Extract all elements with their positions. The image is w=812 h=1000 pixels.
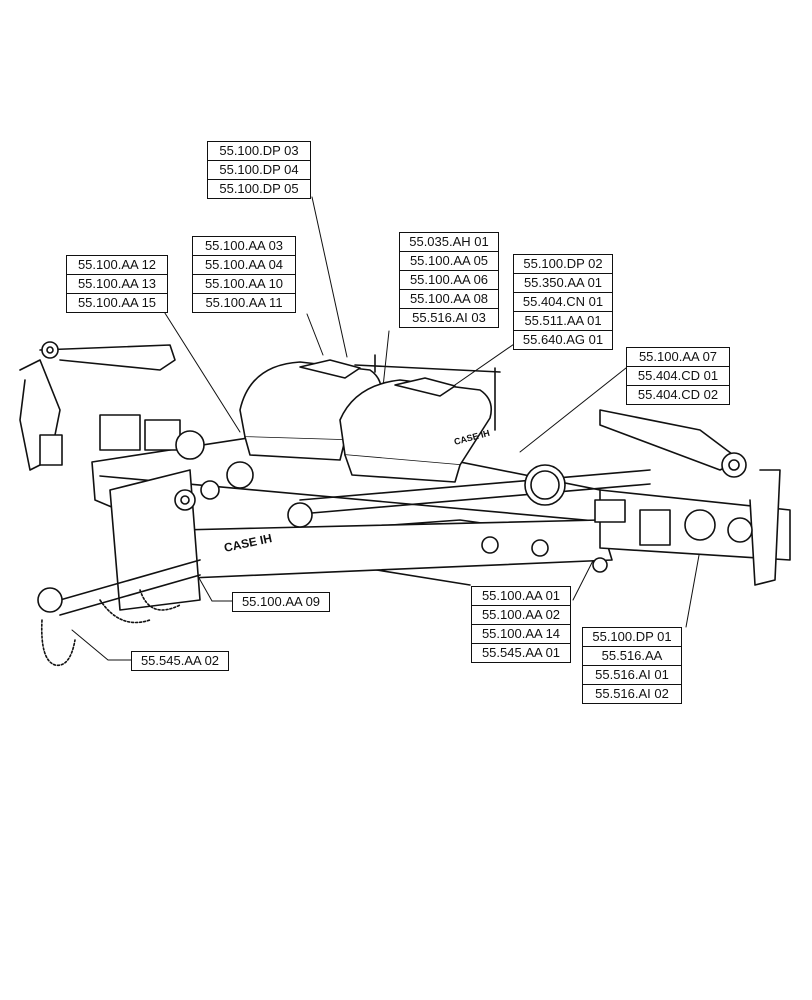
callout-ref[interactable]: 55.100.AA 11 xyxy=(205,295,283,310)
callout-ref[interactable]: 55.100.AA 01 xyxy=(472,587,570,606)
callout-ref[interactable]: 55.035.AH 01 xyxy=(400,233,498,252)
callout-ref[interactable]: 55.100.AA 09 xyxy=(241,594,321,609)
callout-ref[interactable]: 55.100.AA 07 xyxy=(627,348,729,367)
callout-ref[interactable]: 55.100.AA 10 xyxy=(193,275,295,294)
callout-ref[interactable]: 55.100.AA 15 xyxy=(77,295,157,310)
callout-ref[interactable]: 55.100.DP 01 xyxy=(583,628,681,647)
callout-ref[interactable]: 55.100.DP 02 xyxy=(514,255,612,274)
callout-ref[interactable]: 55.100.AA 14 xyxy=(472,625,570,644)
callout-aa-mid: 55.100.AA 03 55.100.AA 04 55.100.AA 10 5… xyxy=(192,236,296,313)
callout-dp02: 55.100.DP 02 55.350.AA 01 55.404.CN 01 5… xyxy=(513,254,613,350)
callout-ref[interactable]: 55.516.AI 02 xyxy=(595,686,669,701)
callout-ah: 55.035.AH 01 55.100.AA 05 55.100.AA 06 5… xyxy=(399,232,499,328)
callout-ref[interactable]: 55.516.AA xyxy=(583,647,681,666)
callout-ref[interactable]: 55.545.AA 01 xyxy=(481,645,561,660)
right-marker-arm xyxy=(599,409,781,586)
callout-ref[interactable]: 55.516.AI 03 xyxy=(412,310,486,325)
callout-ref[interactable]: 55.100.AA 08 xyxy=(400,290,498,309)
callout-aa09: 55.100.AA 09 xyxy=(232,592,330,612)
left-marker-arm xyxy=(19,341,176,471)
callout-aa07: 55.100.AA 07 55.404.CD 01 55.404.CD 02 xyxy=(626,347,730,405)
row-units-left xyxy=(99,414,313,528)
callout-ref[interactable]: 55.516.AI 01 xyxy=(583,666,681,685)
callout-hitch: 55.545.AA 02 xyxy=(131,651,229,671)
callout-ref[interactable]: 55.100.AA 13 xyxy=(67,275,167,294)
callout-ref[interactable]: 55.100.DP 04 xyxy=(208,161,310,180)
callout-ref[interactable]: 55.640.AG 01 xyxy=(522,332,604,347)
callout-aa-left: 55.100.AA 12 55.100.AA 13 55.100.AA 15 xyxy=(66,255,168,313)
callout-ref[interactable]: 55.511.AA 01 xyxy=(514,312,612,331)
callout-ref[interactable]: 55.100.AA 02 xyxy=(472,606,570,625)
callout-ref[interactable]: 55.100.AA 06 xyxy=(400,271,498,290)
callout-dp-top: 55.100.DP 03 55.100.DP 04 55.100.DP 05 xyxy=(207,141,311,199)
callout-aa01: 55.100.AA 01 55.100.AA 02 55.100.AA 14 5… xyxy=(471,586,571,663)
callout-ref[interactable]: 55.404.CN 01 xyxy=(514,293,612,312)
row-units-right xyxy=(481,464,753,573)
callout-ref[interactable]: 55.100.AA 04 xyxy=(193,256,295,275)
callout-ref[interactable]: 55.350.AA 01 xyxy=(514,274,612,293)
callout-ref[interactable]: 55.545.AA 02 xyxy=(140,653,220,668)
callout-ref[interactable]: 55.100.AA 03 xyxy=(193,237,295,256)
callout-ref[interactable]: 55.100.DP 03 xyxy=(208,142,310,161)
callout-ref[interactable]: 55.404.CD 02 xyxy=(637,387,719,402)
callout-ref[interactable]: 55.100.DP 05 xyxy=(219,181,299,196)
callout-ref[interactable]: 55.100.AA 12 xyxy=(67,256,167,275)
callout-dp01: 55.100.DP 01 55.516.AA 55.516.AI 01 55.5… xyxy=(582,627,682,704)
hitch-assembly xyxy=(37,469,201,667)
seed-hopper-right xyxy=(339,354,501,483)
callout-ref[interactable]: 55.404.CD 01 xyxy=(627,367,729,386)
callout-ref[interactable]: 55.100.AA 05 xyxy=(400,252,498,271)
